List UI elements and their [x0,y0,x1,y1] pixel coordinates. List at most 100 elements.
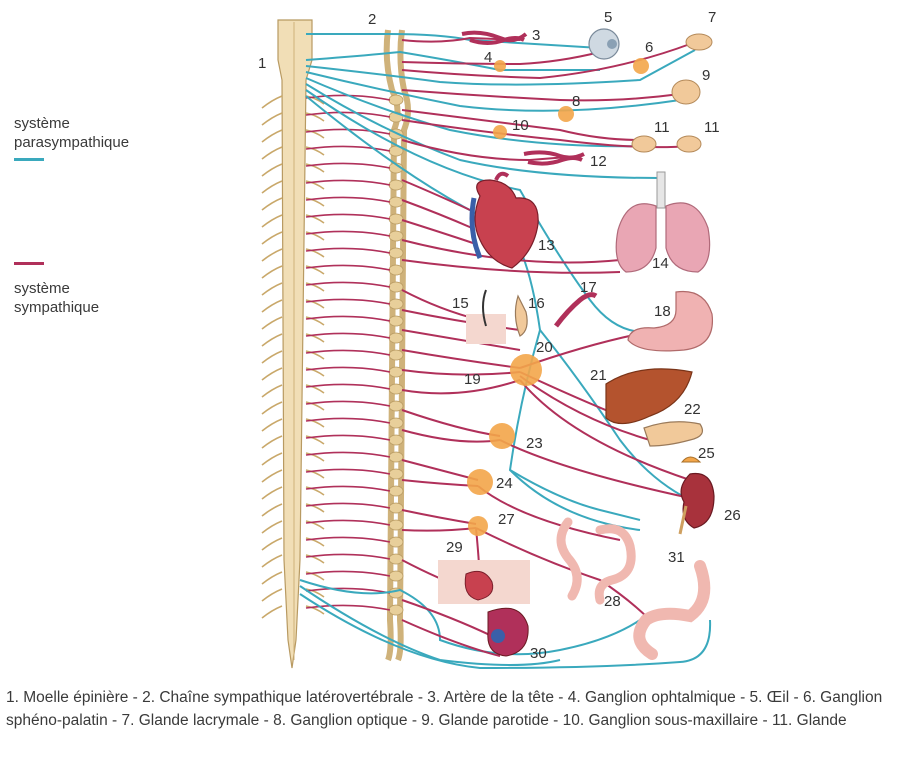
number-label-28: 28 [604,593,621,610]
spinal-nerve-root [262,606,282,618]
number-label-3: 3 [532,27,540,44]
legend-parasympathetic: système parasympathique [14,114,129,161]
number-label-16: 16 [528,295,545,312]
number-label-9: 9 [702,67,710,84]
liver-organ [606,369,692,424]
chain-ganglion [389,214,403,224]
chain-ganglion [389,350,403,360]
parotid-gland [672,80,700,104]
chain-ganglion [389,180,403,190]
ramus-communicans [306,299,390,304]
ramus-communicans [306,282,390,287]
ramus-communicans [306,469,390,474]
spinal-nerve-root [262,249,282,261]
ganglion-4 [494,60,506,72]
ramus-communicans [306,503,390,508]
kidney-organ [680,473,714,534]
chain-ganglion [389,95,403,105]
legend-parasympathetic-swatch [14,158,44,161]
chain-ganglion [389,486,403,496]
chain-ganglion [389,520,403,530]
ramus-communicans [306,112,390,117]
spinal-nerve-root [262,572,282,584]
ganglion-6 [633,58,649,74]
spinal-nerve-root [262,283,282,295]
number-label-30: 30 [530,645,547,662]
ganglion-20 [510,354,542,386]
spinal-nerve-root [262,317,282,329]
chain-ganglion [389,418,403,428]
eye-organ [589,29,619,59]
spinal-cord [278,20,312,668]
spinal-nerve-root [262,164,282,176]
ramus-communicans [306,418,390,423]
chain-ganglion [389,503,403,513]
legend-parasympathetic-label: système parasympathique [14,114,129,152]
number-label-27: 27 [498,511,515,528]
number-label-15: 15 [452,295,469,312]
number-label-6: 6 [645,39,653,56]
spinal-nerve-root [262,215,282,227]
chain-ganglion [389,452,403,462]
ramus-communicans [306,214,390,219]
number-label-20: 20 [536,339,553,356]
number-label-8: 8 [572,93,580,110]
ramus-communicans [306,452,390,457]
intestine-28 [561,522,631,600]
spinal-nerve-root [262,266,282,278]
number-label-11b: 11 [704,119,720,136]
number-label-22: 22 [684,401,701,418]
legend-sympathetic-label: système sympathique [14,279,99,317]
spinal-nerve-root [262,300,282,312]
number-label-13: 13 [538,237,555,254]
legend-sympathetic-swatch [14,262,44,265]
chain-ganglion [389,265,403,275]
number-label-12: 12 [590,153,607,170]
number-label-17: 17 [580,279,597,296]
number-label-5: 5 [604,9,612,26]
chain-ganglion [389,333,403,343]
ramus-communicans [306,231,390,236]
number-label-10: 10 [512,117,529,134]
ramus-communicans [306,333,390,338]
chain-ganglion [389,248,403,258]
number-label-21: 21 [590,367,607,384]
number-label-23: 23 [526,435,543,452]
spinal-nerve-root [262,470,282,482]
glands-11 [632,136,701,152]
number-label-7: 7 [708,9,716,26]
spinal-nerve-root [262,385,282,397]
ramus-communicans [306,486,390,491]
spinal-nerve-root [262,368,282,380]
chain-ganglion [389,435,403,445]
ramus-communicans [306,180,390,185]
spinal-nerve-root [262,419,282,431]
ramus-communicans [306,350,390,355]
spinal-nerve-root [262,453,282,465]
spinal-nerve-root [262,555,282,567]
number-label-2: 2 [368,11,376,28]
ganglion-23 [489,423,515,449]
ramus-communicans [306,520,390,525]
ramus-communicans [306,265,390,270]
spinal-nerve-root [262,232,282,244]
spinal-nerve-root [262,147,282,159]
stomach-organ [628,291,712,350]
organ-15 [466,290,506,344]
number-label-24: 24 [496,475,513,492]
chain-ganglion [389,537,403,547]
chain-ganglion [389,571,403,581]
spinal-nerve-root [262,504,282,516]
ramus-communicans [306,571,390,576]
ramus-communicans [306,316,390,321]
spinal-nerve-root [262,130,282,142]
spinal-nerve-root [262,351,282,363]
spinal-nerve-root [262,113,282,125]
chain-ganglion [389,299,403,309]
sympathetic-rami [306,95,390,610]
spinal-nerve-root [262,589,282,601]
spinal-nerve-root [262,487,282,499]
chain-ganglion [389,605,403,615]
